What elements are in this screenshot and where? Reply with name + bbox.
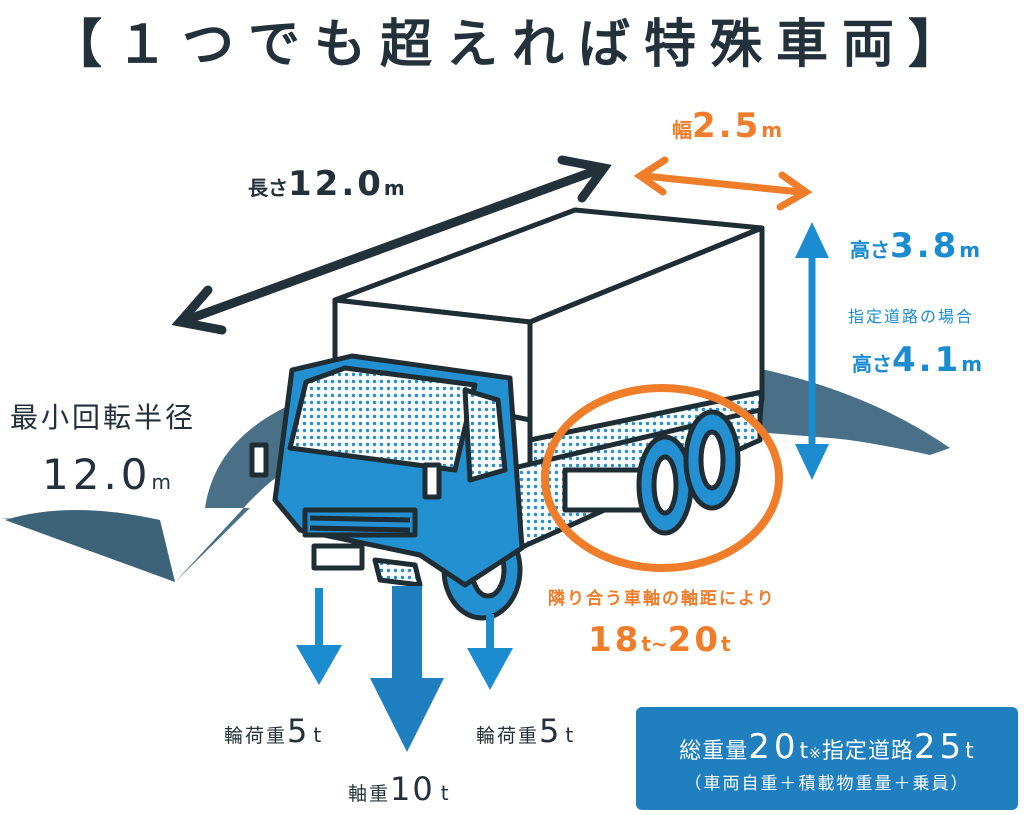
turning-path-shadow [5, 510, 175, 582]
height-label: 高さ3.8m [850, 226, 981, 266]
width-arrow [633, 156, 813, 211]
page-title: 【１つでも超えれば特殊車両】 [49, 15, 974, 75]
height-arrow [795, 222, 829, 480]
axle-distance-note: 隣り合う車軸の軸距により [548, 589, 776, 609]
rear-wheels [636, 409, 741, 536]
truck-cab [249, 353, 525, 588]
axle-distance-value: 18t~20t [588, 620, 731, 660]
length-arrow [171, 155, 612, 335]
total-weight-box: 総重量20t※指定道路25t （車両自重＋積載物重量＋乗員） [636, 707, 1018, 810]
axle-load-arrow [370, 586, 444, 752]
height-designated-label: 高さ4.1m [852, 340, 983, 380]
total-weight-note: （車両自重＋積載物重量＋乗員） [684, 774, 970, 794]
wheel-load-left-arrow [296, 588, 342, 685]
length-label: 長さ12.0m [248, 164, 405, 204]
total-weight-line: 総重量20t※指定道路25t [679, 727, 975, 767]
width-label: 幅2.5m [672, 106, 783, 146]
designated-road-note: 指定道路の場合 [848, 307, 975, 326]
wheel-load-right-arrow [467, 614, 513, 690]
turning-radius-value: 12.0m [42, 450, 171, 499]
turning-radius-label: 最小回転半径 [10, 401, 197, 434]
axle-highlight-circle [541, 384, 783, 572]
